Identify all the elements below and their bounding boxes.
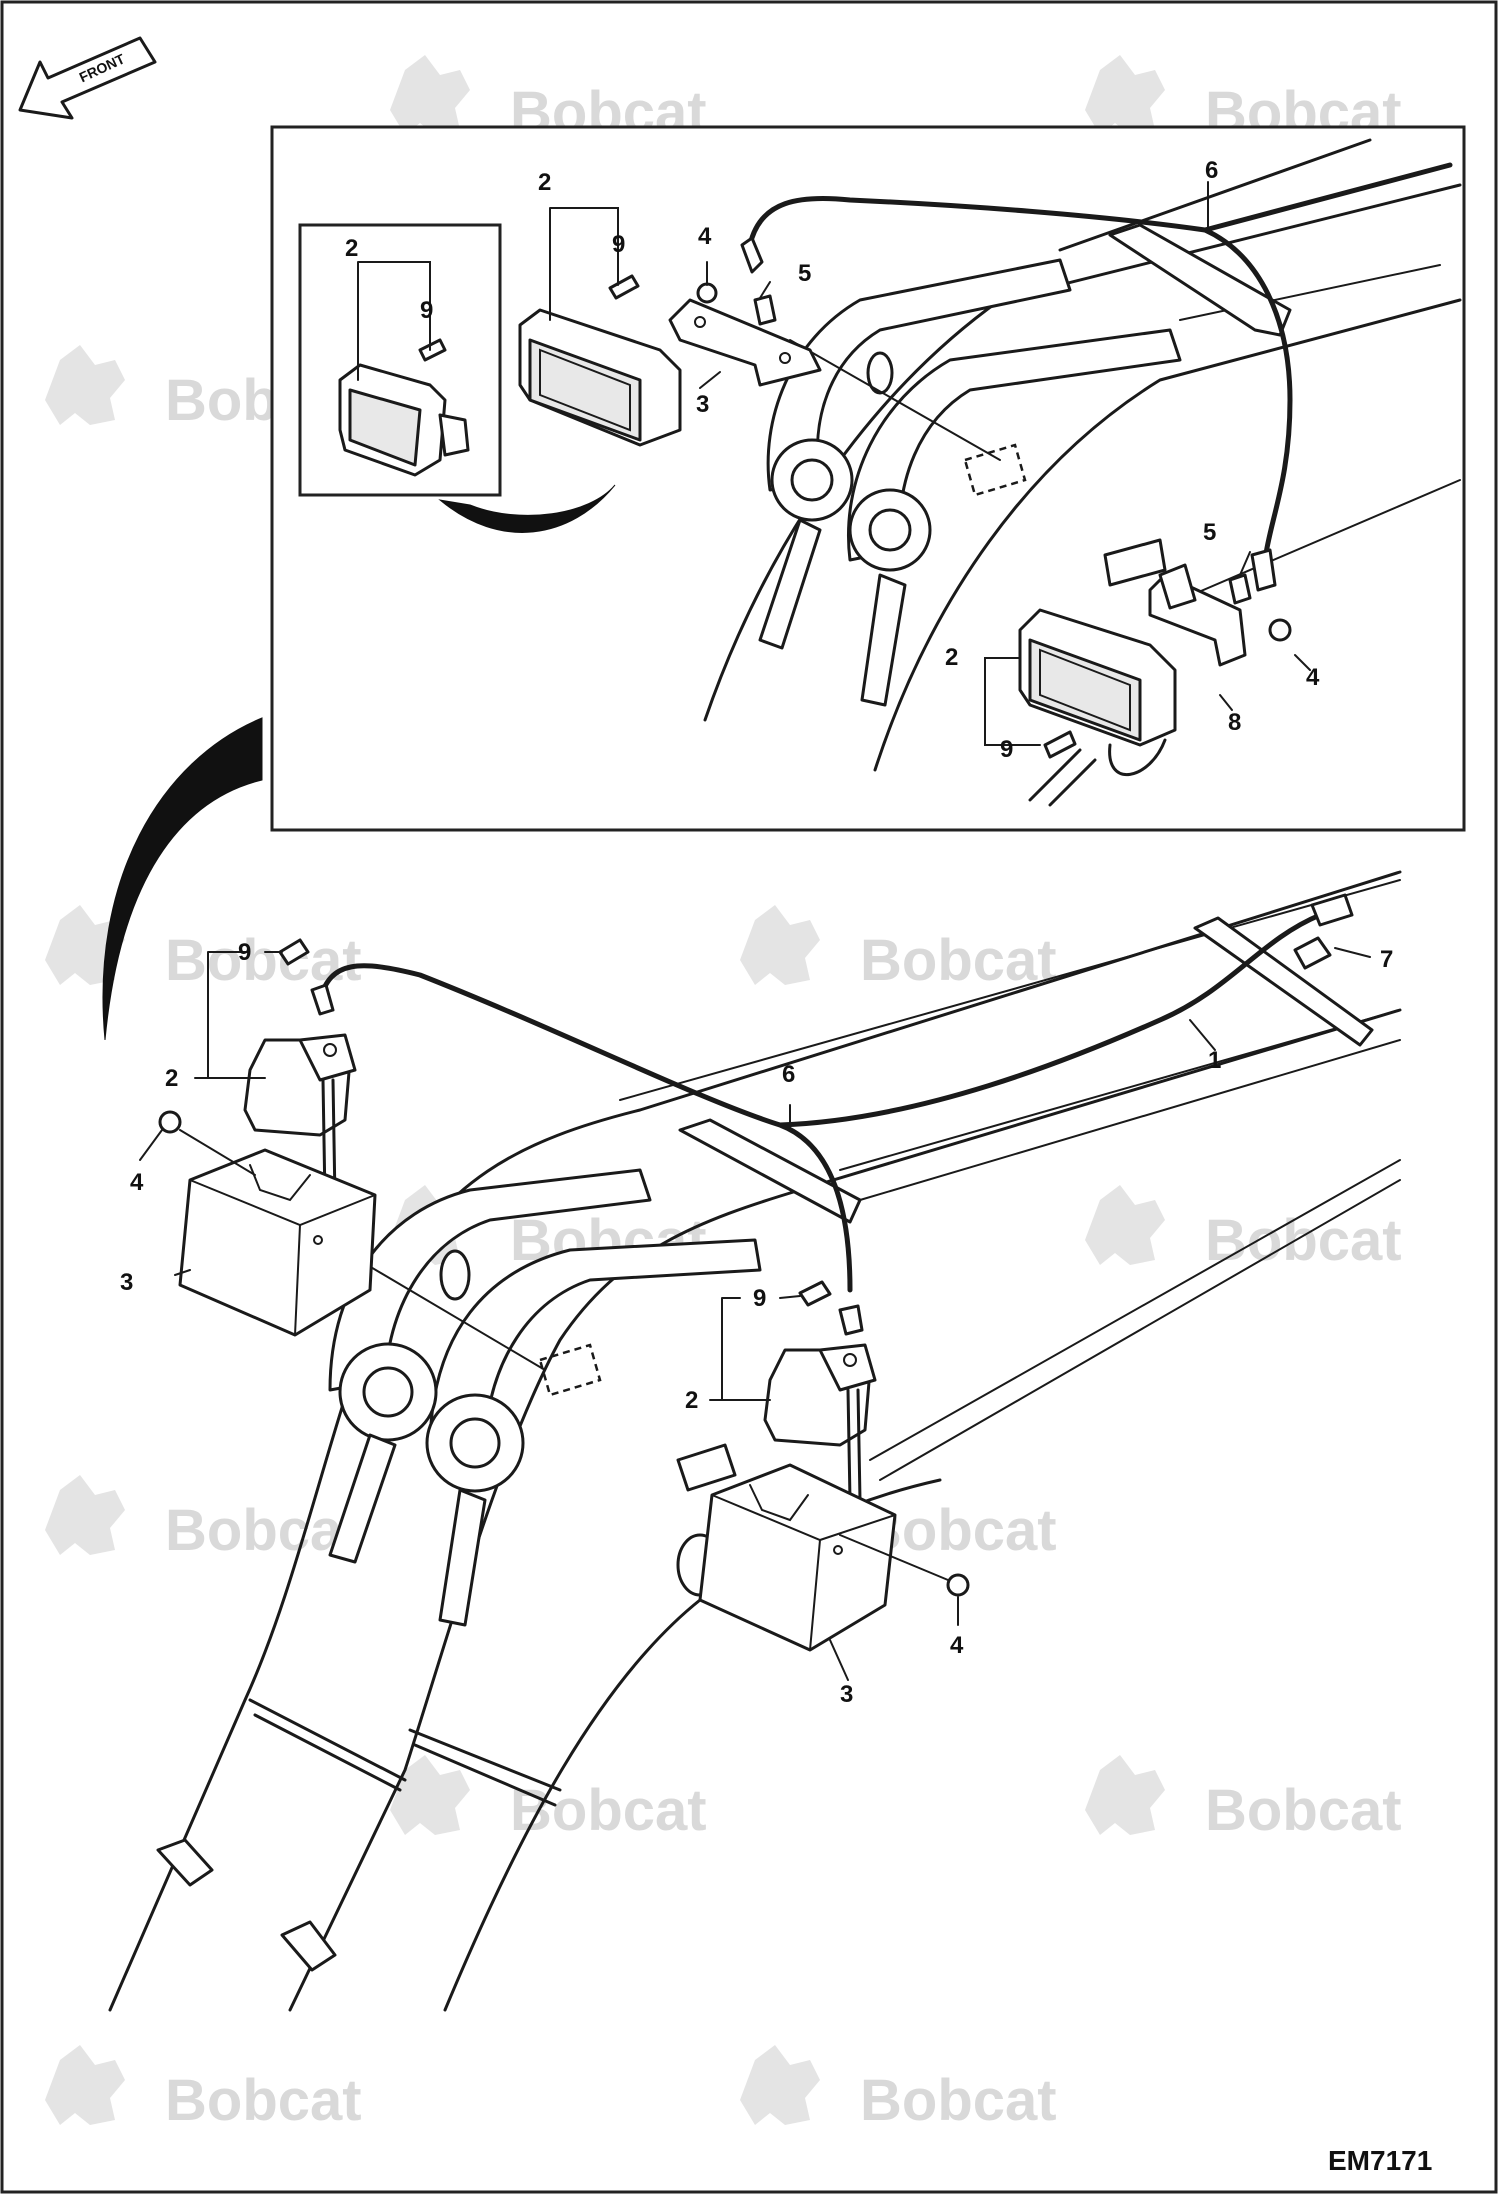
- watermark-text: Bobcat: [510, 1778, 707, 1843]
- connector-icon: [1228, 573, 1252, 605]
- harness-clip: [156, 1838, 214, 1887]
- detail-swoosh-large: [102, 717, 263, 1041]
- bobcat-logo-icon: [740, 905, 820, 985]
- main-shim-plate: [676, 1443, 737, 1492]
- inset-mount-holes: [963, 443, 1027, 497]
- callout-8: 8: [1228, 709, 1241, 736]
- nut-icon: [1268, 618, 1292, 642]
- bobcat-logo-icon: [740, 2045, 820, 2125]
- bobcat-logo-icon: [390, 1755, 470, 1835]
- callout-3: 3: [696, 391, 709, 418]
- main-cross-bar-rear: [1193, 916, 1374, 1047]
- callout-6: 6: [1205, 157, 1218, 184]
- callout-2: 2: [685, 1387, 698, 1414]
- callout-5: 5: [1203, 519, 1216, 546]
- watermark-text: Bobcat: [165, 1498, 362, 1563]
- bobcat-logo-icon: [1085, 1755, 1165, 1835]
- bobcat-logo-icon: [45, 2045, 125, 2125]
- inset-cross-bar: [1108, 223, 1292, 337]
- screw-icon: [418, 338, 447, 362]
- inset-pivot-plate: [766, 258, 1072, 492]
- ground-connector: [1293, 936, 1332, 970]
- bobcat-logo-icon: [1085, 55, 1165, 135]
- inset-shim-plate: [1103, 538, 1167, 587]
- callout-9: 9: [753, 1285, 766, 1312]
- callout-9: 9: [420, 297, 433, 324]
- inset-wire-harness: [747, 195, 1293, 563]
- screw-icon: [798, 1280, 832, 1307]
- leader-lines: [139, 947, 1371, 1681]
- main-cross-bar-front: [678, 1118, 862, 1224]
- document-id: EM7171: [1328, 2145, 1432, 2176]
- screw-icon: [608, 274, 640, 300]
- main-bracket-right: [698, 1463, 897, 1652]
- harness-clip: [280, 1920, 337, 1972]
- nut-icon: [946, 1573, 970, 1597]
- detail-inset: 2 9 2 9 4 5 3 6 5 4 8 2 9: [270, 125, 1466, 832]
- harness-connector: [1310, 893, 1354, 927]
- connector-icon: [753, 294, 777, 326]
- callout-5: 5: [798, 260, 811, 287]
- callout-3: 3: [840, 1681, 853, 1708]
- front-arrow-icon: [18, 36, 157, 120]
- watermark-text: Bobcat: [1205, 1778, 1402, 1843]
- callout-2: 2: [165, 1065, 178, 1092]
- boom-cross-rung: [248, 1698, 407, 1792]
- callout-6: 6: [782, 1061, 795, 1088]
- nut-icon: [696, 282, 718, 304]
- main-assembly: 9 2 4 3 6 1 7 9 2 4 3: [108, 870, 1402, 2012]
- callout-2: 2: [945, 644, 958, 671]
- bobcat-logo-icon: [45, 345, 125, 425]
- watermark-text: Bobcat: [1205, 1208, 1402, 1273]
- callout-2: 2: [538, 169, 551, 196]
- front-direction-arrow: FRONT: [18, 36, 157, 120]
- callout-4: 4: [698, 223, 712, 250]
- callout-3: 3: [120, 1269, 133, 1296]
- callout-4: 4: [950, 1632, 964, 1659]
- watermark-text: Bobcat: [165, 928, 362, 993]
- watermark-text: Bobcat: [165, 2068, 362, 2133]
- harness-connector: [310, 983, 335, 1016]
- callout-9: 9: [612, 231, 625, 258]
- callout-9: 9: [1000, 736, 1013, 763]
- main-wire-harness: [317, 912, 1323, 1293]
- callout-4: 4: [130, 1169, 144, 1196]
- callout-7: 7: [1380, 946, 1393, 973]
- watermark-text: Bobcat: [860, 2068, 1057, 2133]
- callout-4: 4: [1306, 664, 1320, 691]
- nut-icon: [158, 1110, 182, 1134]
- callout-9: 9: [238, 939, 251, 966]
- bobcat-logo-icon: [390, 55, 470, 135]
- leader-lines: [357, 181, 1311, 746]
- bobcat-logo-icon: [1085, 1185, 1165, 1265]
- screw-icon: [1043, 730, 1077, 759]
- screw-icon: [278, 938, 310, 966]
- harness-connector: [838, 1304, 864, 1336]
- main-mount-holes: [538, 1343, 602, 1397]
- callout-1: 1: [1208, 1047, 1221, 1074]
- detail-swoosh-small: [438, 484, 616, 533]
- callout-2: 2: [345, 235, 358, 262]
- inset-bracket-upper: [668, 298, 822, 387]
- bobcat-logo-icon: [45, 1475, 125, 1555]
- watermark-text: Bobcat: [860, 928, 1057, 993]
